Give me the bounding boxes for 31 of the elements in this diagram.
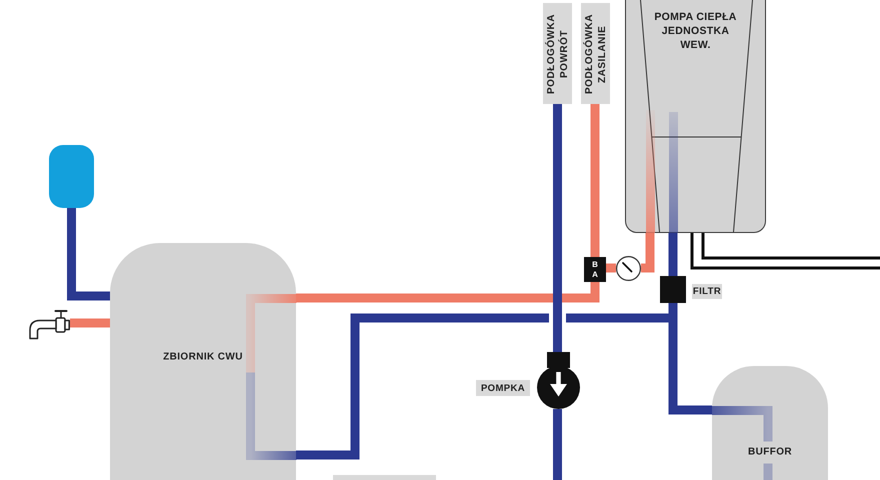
hot-water-tank — [110, 243, 296, 480]
component-label: POMPKA — [476, 380, 530, 396]
water-pipe — [641, 233, 654, 272]
connection-line — [702, 233, 880, 260]
water-pipe — [553, 409, 562, 480]
component-label: FILTR — [692, 284, 722, 299]
water-pipe — [606, 264, 616, 272]
pipe-label: PODŁOGÓWKA ZASILANIE — [582, 12, 608, 96]
pressure-gauge-icon — [616, 256, 641, 281]
three-way-valve — [584, 257, 606, 282]
unit-label: POMPA CIEPŁA JEDNOSTKA WEW. — [653, 10, 738, 52]
pipe-label: PODŁOGÓWKA POWRÓT — [544, 12, 570, 96]
water-pipe — [296, 282, 600, 302]
pump-symbol — [537, 352, 580, 409]
expansion-vessel — [49, 145, 94, 208]
water-pipe — [70, 318, 110, 328]
port-letter: A — [592, 270, 598, 279]
pipe-label-tag — [581, 3, 610, 104]
water-pipe — [67, 208, 110, 300]
pipe-label-tag — [543, 3, 572, 104]
tank-label: BUFFOR — [748, 446, 792, 458]
buffer-tank — [712, 366, 828, 480]
filter-symbol — [660, 276, 686, 303]
heat-pump-indoor-unit — [625, 0, 766, 233]
port-letter: B — [592, 260, 598, 269]
water-pipe — [590, 104, 600, 257]
faucet-icon — [28, 308, 70, 340]
water-pipe — [553, 104, 562, 352]
connection-line — [690, 233, 880, 270]
water-pipe — [668, 233, 678, 276]
tank-label: ZBIORNIK CWU — [163, 350, 243, 364]
